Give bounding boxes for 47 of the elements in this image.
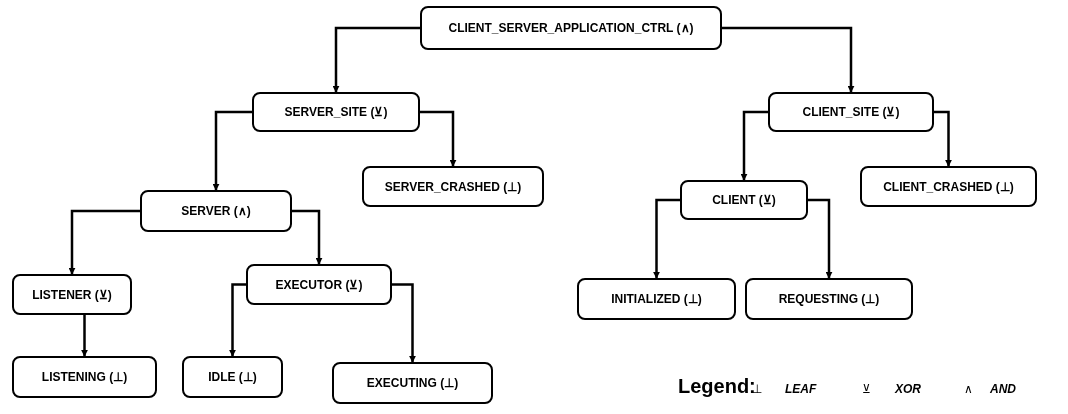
arrow [722,26,855,93]
state-label: CLIENT_SERVER_APPLICATION_CTRL (∧) [448,21,694,35]
state-label: SERVER_SITE (⊻) [284,105,388,119]
legend-text: LEAF [785,382,817,396]
state-box [12,356,157,398]
arrow [392,283,416,363]
state-box [140,190,292,232]
state-label: LISTENING (⊥) [41,370,128,384]
state-box [182,356,283,398]
state-box [680,180,808,220]
state-label: SERVER (∧) [181,204,251,218]
state-label: CLIENT (⊻) [712,193,776,207]
arrow [934,110,952,167]
state-box [332,362,493,404]
state-label: SERVER_CRASHED (⊥) [384,179,522,194]
state-label: INITIALIZED (⊥) [611,292,702,306]
legend-title: Legend: [678,375,756,398]
state-box [362,166,544,207]
state-box [12,274,132,315]
arrow [229,283,246,357]
state-label: CLIENT_CRASHED (⊥) [883,179,1014,194]
state-label: LISTENER (⊻) [32,287,112,302]
arrow [740,110,768,181]
legend-text: AND [990,382,1016,396]
state-label: EXECUTING (⊥) [366,376,459,390]
legend-symbol: ⊻ [862,382,871,396]
state-label: REQUESTING (⊥) [778,292,880,306]
arrow [420,110,457,167]
arrow [653,198,680,279]
legend-text: XOR [895,382,921,396]
arrow [212,110,252,191]
state-box [860,166,1037,207]
state-box [745,278,913,320]
state-box [577,278,736,320]
state-label: EXECUTOR (⊻) [275,277,363,292]
state-box [246,264,392,305]
arrow [808,198,833,279]
arrow [81,315,88,357]
state-label: IDLE (⊥) [208,370,257,384]
state-box [768,92,934,132]
arrow [68,209,140,275]
legend-symbol: ∧ [964,382,973,396]
arrow [292,209,323,265]
state-label: CLIENT_SITE (⊻) [802,105,900,119]
arrow [332,26,420,93]
state-box [420,6,722,50]
state-box [252,92,420,132]
